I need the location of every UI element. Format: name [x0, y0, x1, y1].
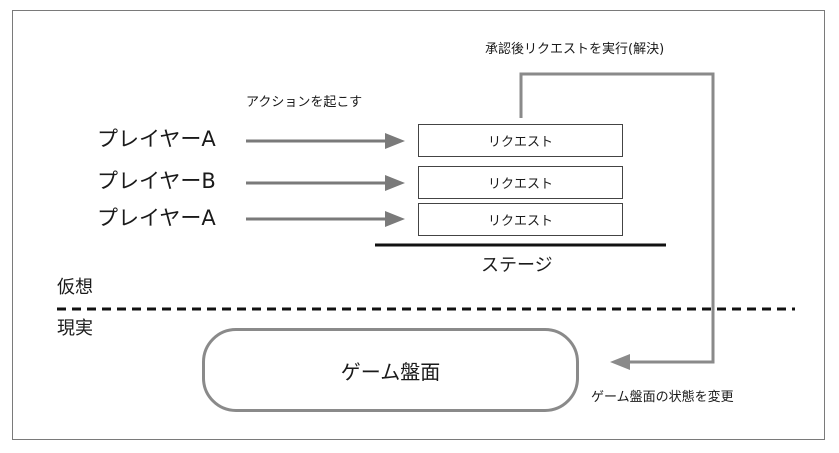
stage-label: ステージ [481, 255, 553, 276]
game-board: ゲーム盤面 [202, 328, 579, 412]
real-label: 現実 [57, 318, 93, 339]
board-change-note: ゲーム盤面の状態を変更 [591, 390, 734, 405]
player-b-label: プレイヤーB [97, 169, 216, 193]
resolve-note: 承認後リクエストを実行(解決) [485, 42, 665, 57]
request-box-1: リクエスト [418, 124, 623, 157]
action-arrow-1 [246, 133, 405, 149]
virtual-label: 仮想 [57, 277, 93, 298]
resolve-arrow [519, 72, 715, 370]
action-arrow-3 [246, 211, 405, 227]
action-label: アクションを起こす [246, 95, 363, 110]
diagram-frame [12, 10, 825, 440]
action-arrow-2 [246, 175, 405, 191]
game-board-label: ゲーム盤面 [340, 359, 441, 384]
player-a-label: プレイヤーA [97, 127, 216, 151]
request-box-2: リクエスト [418, 166, 623, 199]
player-a2-label: プレイヤーA [97, 206, 216, 230]
request-box-3: リクエスト [418, 203, 623, 236]
